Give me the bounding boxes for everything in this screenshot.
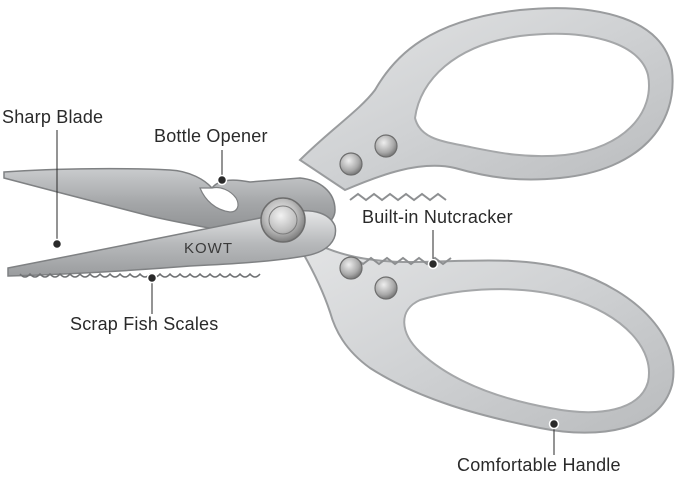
upper-handle-finger-hole <box>413 32 650 158</box>
rivet-upper-left <box>339 152 363 176</box>
callout-scrap-fish-scales: Scrap Fish Scales <box>70 314 219 334</box>
pivot-screw <box>260 197 306 243</box>
callout-comfortable-handle: Comfortable Handle <box>457 455 621 475</box>
rivet-lower-left <box>339 256 363 280</box>
callout-bottle-opener: Bottle Opener <box>154 126 268 146</box>
nutcracker-teeth-lower <box>354 256 452 266</box>
lower-handle-finger-hole <box>403 288 650 414</box>
callout-nutcracker: Built-in Nutcracker <box>362 207 513 227</box>
callout-pointer-sharp-blade <box>51 130 63 250</box>
nutcracker-teeth <box>349 192 447 202</box>
fish-scale-serrations <box>19 272 261 278</box>
brand-engraving: KOWT <box>184 240 233 257</box>
pivot-screw-inner <box>268 205 298 235</box>
callout-pointer-bottle-opener <box>216 150 228 186</box>
lower-blade <box>7 210 337 277</box>
rivet-upper-right <box>374 134 398 158</box>
callout-pointer-comfortable-handle <box>548 418 560 455</box>
rivet-lower-right <box>374 276 398 300</box>
callout-pointer-scrap-fish-scales <box>146 272 158 314</box>
callout-sharp-blade: Sharp Blade <box>2 107 104 127</box>
callout-pointer-nutcracker <box>427 230 439 270</box>
bottle-opener-notch <box>199 186 239 213</box>
upper-blade <box>3 167 336 235</box>
